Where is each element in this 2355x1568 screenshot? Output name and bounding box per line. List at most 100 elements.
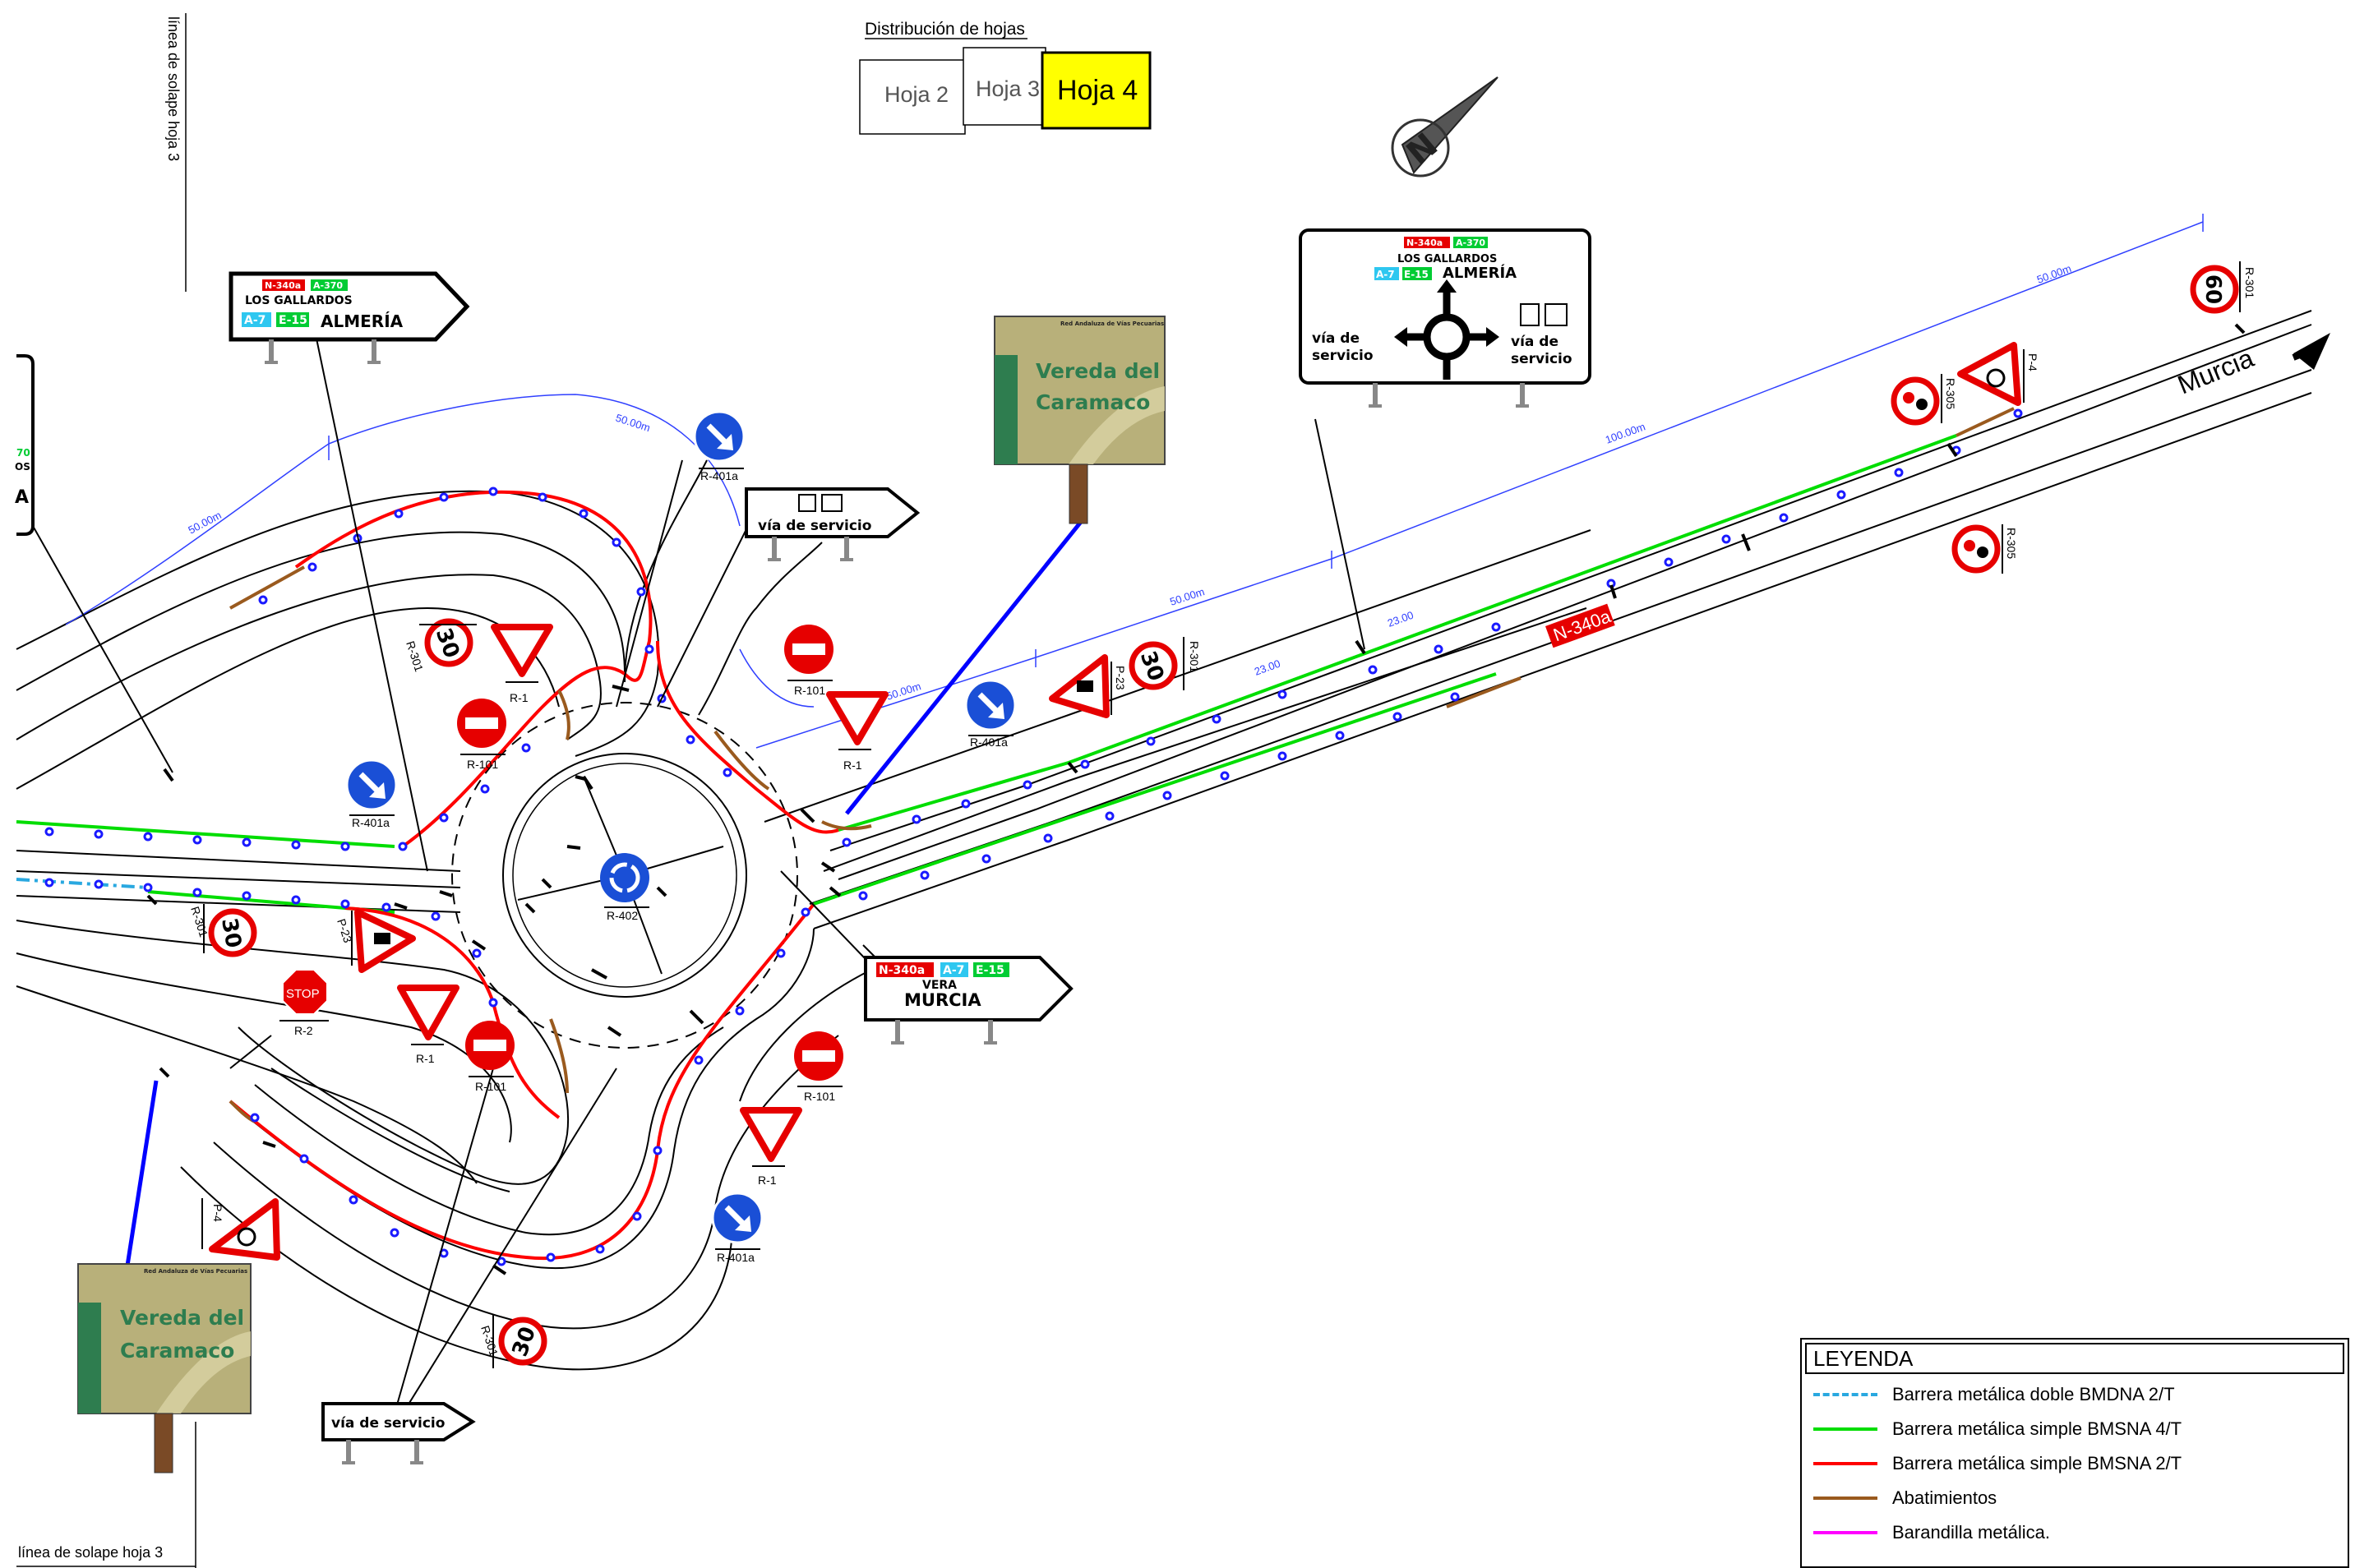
barrier-green-main-2: [813, 672, 1497, 906]
dimension-label-5: 100.00m: [1604, 420, 1647, 445]
sign-tr-road3: A-7: [1376, 269, 1395, 280]
legend-item-double-barrier: Barrera metálica doble BMDNA 2/T: [1802, 1377, 2348, 1412]
destination-sign-top-left: N-340a A-370 LOS GALLARDOS A-7 E-15 ALME…: [229, 271, 470, 364]
murcia-direction: Murcia: [2173, 333, 2330, 399]
legend-swatch-green: [1813, 1427, 1877, 1431]
roundabout-outer: [502, 753, 747, 998]
destination-sign-murcia: N-340a A-7 E-15 VERA MURCIA: [864, 956, 1074, 1045]
yield-sign-2: R-1: [826, 691, 889, 772]
sign-tr-left-text1: vía de: [1312, 330, 1360, 347]
service-icon-1: [1520, 303, 1540, 326]
abatement-2: [713, 730, 770, 791]
service-sign-top-label: vía de servicio: [758, 518, 871, 534]
yield-sign-3: R-1: [397, 985, 459, 1065]
yield-sign-1: R-1: [491, 624, 553, 704]
blue-leaders: [125, 520, 1083, 1266]
sign-tl-line1: LOS GALLARDOS: [245, 294, 353, 307]
south-ramp-3: [270, 1068, 510, 1192]
barrier-cyan-west: [16, 878, 149, 889]
keep-right-3-code: R-401a: [970, 736, 1008, 749]
no-entry-sign-3: R-101: [465, 1021, 515, 1093]
cattle-bottom-header: Red Andaluza de Vías Pecuarias: [144, 1268, 247, 1275]
legend-label: Abatimientos: [1892, 1487, 1997, 1508]
legend-item-simple-2t: Barrera metálica simple BMSNA 2/T: [1802, 1446, 2348, 1481]
cattle-path-sign-bottom: Red Andaluza de Vías Pecuarias Vereda de…: [77, 1263, 252, 1473]
roundabout-inner: [512, 763, 737, 988]
dimension-label-3: 50.00m: [884, 680, 922, 703]
sheet-box-2[interactable]: [859, 59, 966, 135]
service-road-sign-bottom: vía de servicio: [321, 1402, 476, 1464]
abatement-3: [557, 689, 570, 740]
south-loop-1: [16, 920, 570, 1185]
no-entry-1-code: R-101: [467, 758, 498, 771]
sheet-box-4[interactable]: [1041, 51, 1152, 130]
cattle-bottom-line1: Vereda del: [120, 1306, 244, 1330]
warning-cattle-1-code: P-23: [1114, 666, 1127, 690]
sheet-label-3: Hoja 3: [976, 76, 1040, 101]
roundabout-sign-code: R-402: [607, 909, 638, 922]
no-overtaking-sign-1: R-305: [1891, 374, 1957, 426]
sign-m-line1: VERA: [922, 979, 957, 992]
barrier-red-south-2: [229, 902, 815, 1261]
south-ramp-4: [213, 1035, 839, 1330]
no-entry-4-code: R-101: [804, 1090, 835, 1103]
sign-tr-left-text2: servicio: [1312, 348, 1374, 364]
dimension-label-4: 50.00m: [1168, 585, 1206, 608]
service-road-south: [739, 969, 872, 1102]
sign-tl-line2: ALMERÍA: [321, 311, 404, 331]
abatement-7: [1956, 407, 2015, 437]
legend-swatch-cyan: [1813, 1393, 1877, 1396]
keep-right-sign-1: R-401a: [693, 410, 746, 482]
legend-item-abatements: Abatimientos: [1802, 1481, 2348, 1515]
abatement-4: [549, 1018, 569, 1094]
no-entry-sign-4: R-101: [794, 1031, 843, 1103]
sign-tl-road4: E-15: [279, 314, 307, 327]
west-road-1: [16, 850, 461, 872]
stop-sign: STOP R-2: [279, 969, 329, 1037]
sign-tr-right-text2: servicio: [1511, 351, 1572, 367]
legend-swatch-magenta: [1813, 1531, 1877, 1534]
no-entry-2-code: R-101: [794, 684, 825, 697]
abatement-6: [1446, 676, 1522, 708]
roundabout-diagram-icon: [1394, 279, 1499, 380]
barriers: [16, 407, 2015, 1261]
service-icon-2: [1545, 303, 1568, 326]
cattle-top-line2: Caramaco: [1036, 390, 1150, 414]
north-ramp-2: [16, 531, 626, 691]
speed-60-code: R-301: [2243, 267, 2256, 298]
sign-tr-road4: E-15: [1404, 269, 1429, 280]
service-road-edge: [764, 529, 1591, 823]
keep-right-1-code: R-401a: [700, 469, 738, 482]
roundabout-edge: [451, 702, 798, 1049]
yield-1-code: R-1: [510, 691, 529, 704]
barrier-green-west: [16, 820, 395, 848]
keep-right-sign-3: R-401a: [964, 679, 1017, 749]
legend-label: Barrera metálica doble BMDNA 2/T: [1892, 1384, 2175, 1404]
sign-tr-road2: A-370: [1456, 238, 1485, 248]
sheet-distribution-title: Distribución de hojas: [865, 20, 1025, 39]
north-arrow: N: [1391, 76, 1498, 178]
yield-4-code: R-1: [758, 1174, 777, 1187]
yield-sign-4: R-1: [740, 1107, 802, 1187]
legend-panel: LEYENDA Barrera metálica doble BMDNA 2/T…: [1800, 1338, 2349, 1568]
roads: [16, 310, 2312, 1371]
legend-item-simple-4t: Barrera metálica simple BMSNA 4/T: [1802, 1412, 2348, 1446]
sign-tl-road1: N-340a: [265, 280, 301, 291]
main-road-edge-2: [838, 324, 2312, 880]
no-entry-sign-2: R-101: [784, 625, 833, 697]
speed-2-code: R-301: [1188, 641, 1201, 672]
keep-right-sign-2: R-401a: [345, 759, 398, 829]
yield-3-code: R-1: [416, 1052, 435, 1065]
dimension-label-6: 50.00m: [2035, 262, 2073, 286]
cattle-top-line1: Vereda del: [1036, 359, 1160, 383]
no-overtaking-1-code: R-305: [1944, 378, 1957, 409]
dimension-label-2: 50.00m: [614, 412, 652, 435]
speed-limit-sign-60: 60 R-301: [2190, 261, 2256, 314]
service-sign-bottom-label: vía de servicio: [331, 1415, 445, 1432]
stop-sign-label: STOP: [286, 987, 320, 1001]
destination-sign-top-right: N-340a A-370 LOS GALLARDOS A-7 E-15 ALME…: [1299, 228, 1591, 408]
sign-lp-line2: OS: [15, 461, 30, 473]
abatement-5: [821, 820, 872, 831]
speed-4-code: R-301: [478, 1324, 501, 1358]
no-overtaking-2-code: R-305: [2005, 528, 2018, 559]
